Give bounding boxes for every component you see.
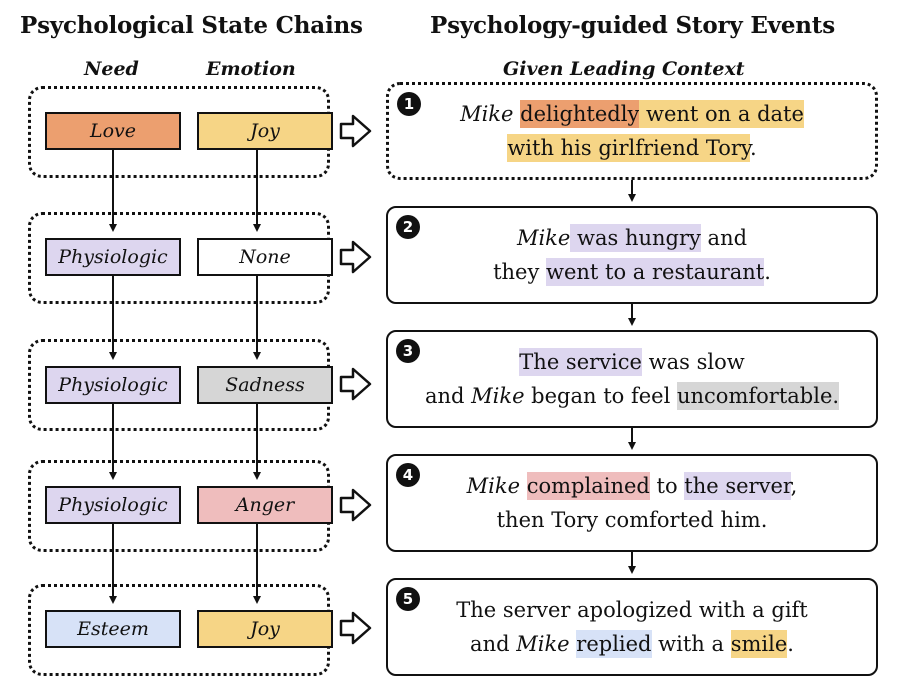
block-arrow-1-icon [339,114,372,148]
highlight-anger: complained [526,472,650,500]
event-box-3: 3 The service was slow and Mike began to… [386,330,878,428]
event-number-5: 5 [396,587,420,611]
highlight-physiologic: the server [684,472,791,500]
event-text-2: Mike was hungry and they went to a resta… [493,224,771,286]
left-title: Psychological State Chains [20,12,363,39]
highlight-love: delightedly [520,100,640,128]
actor-name: Mike [516,632,570,656]
need-box-love: Love [45,112,181,150]
emotion-box-none: None [197,238,333,276]
actor-name: Mike [466,474,521,498]
event-box-1: 1 Mike delightedly went on a date with h… [386,82,878,180]
highlight-physiologic: The service [519,348,642,376]
right-title: Psychology-guided Story Events [430,12,835,39]
highlight-esteem: replied [576,630,652,658]
highlight-joy: with his girlfriend Tory [507,134,750,162]
actor-name: Mike [471,384,525,408]
block-arrow-5-icon [339,611,372,645]
event-number-4: 4 [396,463,420,487]
actor-name: Mike [516,226,571,250]
need-box-physiologic: Physiologic [45,486,181,524]
event-box-2: 2 Mike was hungry and they went to a res… [386,206,878,304]
actor-name: Mike [460,102,514,126]
block-arrow-3-icon [339,367,372,401]
need-box-esteem: Esteem [45,610,181,648]
event-number-2: 2 [396,215,420,239]
event-box-5: 5 The server apologized with a gift and … [386,578,878,676]
block-arrow-2-icon [339,240,372,274]
event-number-1: 1 [397,92,421,116]
need-box-physiologic: Physiologic [45,238,181,276]
event-text-5: The server apologized with a gift and Mi… [456,598,808,658]
event-text-1: Mike delightedly went on a date with his… [460,100,804,162]
emotion-header: Emotion [206,58,296,80]
emotion-box-joy: Joy [197,112,333,150]
need-box-physiologic: Physiologic [45,366,181,404]
highlight-physiologic: was hungry [570,224,701,252]
context-header: Given Leading Context [503,58,745,80]
emotion-box-anger: Anger [197,486,333,524]
highlight-joy: smile [730,630,788,658]
event-box-4: 4 Mike complained to the server, then To… [386,454,878,552]
event-number-3: 3 [396,339,420,363]
emotion-box-joy: Joy [197,610,333,648]
highlight-joy: went on a date [639,100,804,128]
block-arrow-4-icon [339,488,372,522]
highlight-physiologic: went to a restaurant [546,258,765,286]
highlight-sadness: uncomfortable. [677,382,840,410]
event-text-3: The service was slow and Mike began to f… [424,348,840,410]
emotion-box-sadness: Sadness [197,366,333,404]
event-text-4: Mike complained to the server, then Tory… [466,472,798,532]
need-header: Need [84,58,139,80]
